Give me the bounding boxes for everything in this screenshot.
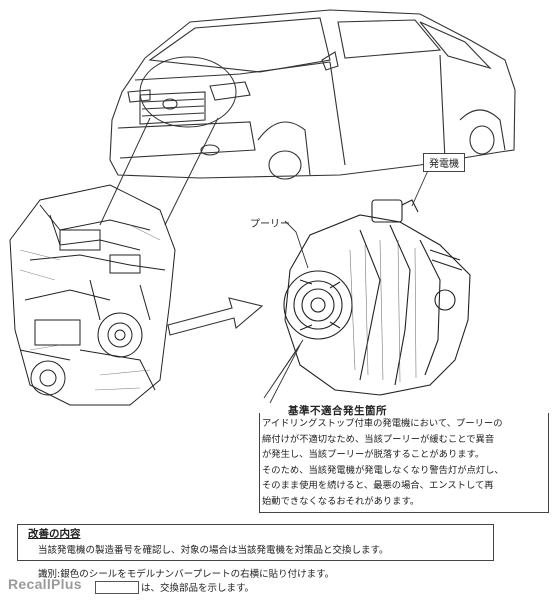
arrow-to-alternator — [167, 297, 264, 336]
vehicle-drawing — [109, 9, 516, 180]
alternator-label: 発電機 — [423, 153, 465, 172]
replacement-part-swatch — [95, 581, 139, 594]
legend-note: は、交換部品を示します。 — [141, 583, 255, 594]
defect-title: 基準不適合発生箇所 — [285, 403, 390, 418]
fix-title: 改善の内容 — [28, 528, 81, 540]
fix-box — [17, 524, 494, 561]
pointer-lines — [99, 117, 219, 226]
engine-drawing — [9, 184, 176, 406]
pulley-label: プーリー — [250, 219, 290, 230]
callout-leaders — [263, 165, 431, 404]
alternator-drawing — [283, 199, 471, 396]
fix-description: 当該発電機の製造番号を確認し、対象の場合は当該発電機を対策品と交換します。 — [38, 545, 389, 556]
alternator-hatching — [349, 239, 417, 383]
defect-description: アイドリングストップ付車の発電機において、プーリーの 締付けが不適切なため、当該… — [262, 418, 504, 507]
defect-box — [259, 413, 549, 513]
watermark-logo: RecallPlus — [8, 576, 82, 592]
identification-note: 識別:銀色のシールをモデルナンバープレートの右横に貼り付けます。 — [38, 569, 335, 580]
engine-shading — [19, 224, 161, 391]
